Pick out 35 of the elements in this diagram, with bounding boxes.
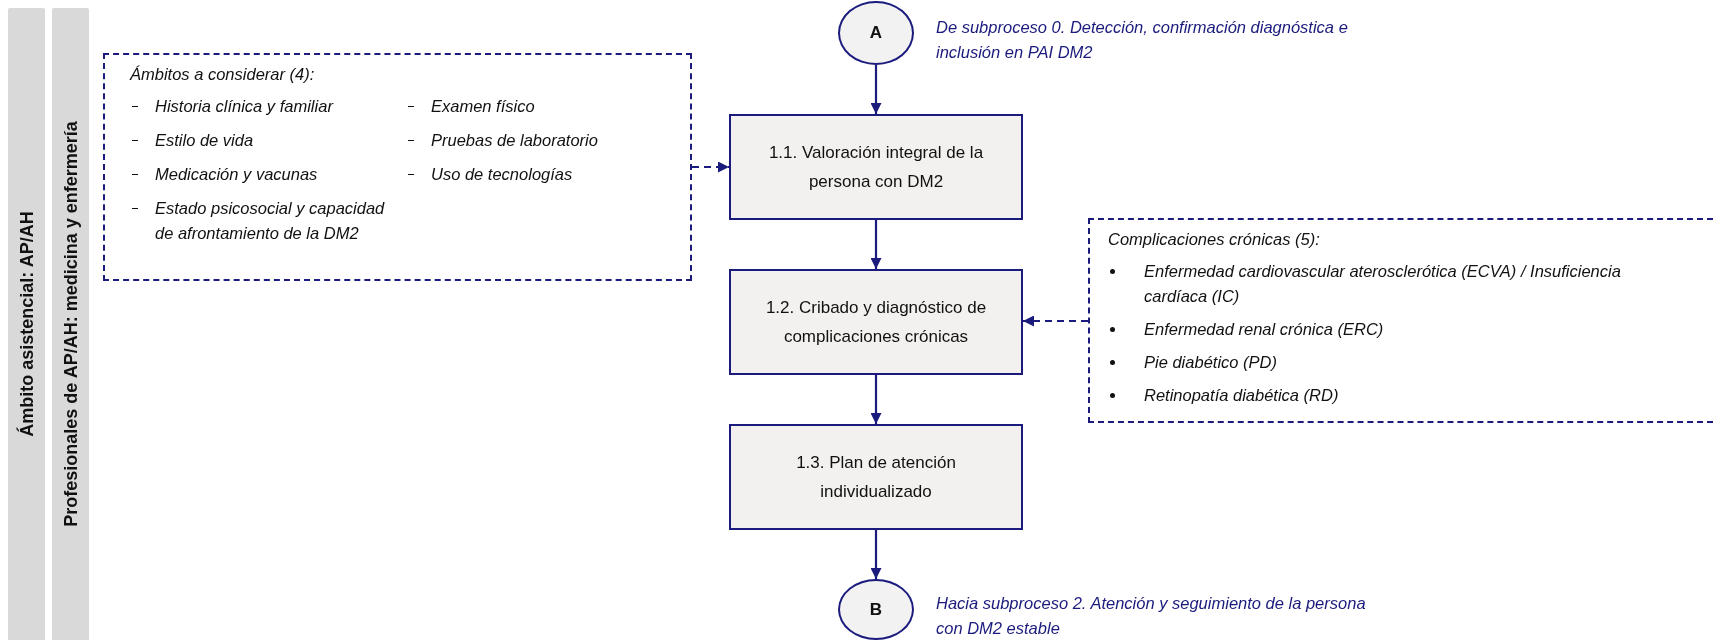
list-item: Retinopatía diabética (RD) xyxy=(1144,385,1339,406)
list-item: Pie diabético (PD) xyxy=(1144,352,1277,373)
arrow xyxy=(870,530,882,579)
dashed-arrow xyxy=(692,161,729,173)
list-item: Medicación y vacunas xyxy=(155,164,318,185)
list-item: Historia clínica y familiar xyxy=(155,96,333,117)
arrow xyxy=(870,375,882,424)
list-item: Estilo de vida xyxy=(155,130,254,151)
lane-band xyxy=(8,8,45,640)
list-item: Enfermedad renal crónica (ERC) xyxy=(1144,319,1384,340)
process-label: 1.3. Plan de atención individualizado xyxy=(795,452,957,503)
lane-label: Ámbito asistencial: AP/AH xyxy=(16,211,37,437)
arrow xyxy=(870,65,882,114)
list-heading: Complicaciones crónicas (5): xyxy=(1108,230,1320,249)
process-label: 1.1. Valoración integral de la persona con DM2 xyxy=(767,142,985,193)
connector-letter: A xyxy=(869,23,883,43)
process-box xyxy=(729,269,1023,375)
connector-letter: B xyxy=(869,599,883,620)
process-label: 1.2. Cribado y diagnóstico de complicaciones crónicas xyxy=(764,297,988,348)
connector-note: Hacia subproceso 2. Atención y seguimiento de la persona con DM2 estable xyxy=(936,593,1367,639)
list-heading: Ámbitos a considerar (4): xyxy=(130,65,315,84)
lane-band xyxy=(52,8,89,640)
list-item: Enfermedad cardiovascular aterosclerótica (ECVA) / Insuficiencia cardíaca (IC) xyxy=(1144,261,1622,307)
process-box xyxy=(729,114,1023,220)
lane-label: Profesionales de AP/AH: medicina y enfermería xyxy=(60,121,81,527)
dashed-note-box xyxy=(1088,218,1713,423)
arrow xyxy=(870,220,882,269)
list-item: Examen físico xyxy=(431,96,535,117)
list-item: Uso de tecnologías xyxy=(431,164,573,185)
list-item: Estado psicosocial y capacidad de afrontamiento de la DM2 xyxy=(155,198,386,244)
list-item: Pruebas de laboratorio xyxy=(431,130,598,151)
process-box xyxy=(729,424,1023,530)
dashed-arrow xyxy=(1023,315,1088,327)
connector-note: De subproceso 0. Detección, confirmación diagnóstica e inclusión en PAI DM2 xyxy=(936,17,1349,63)
dashed-note-box xyxy=(103,53,692,281)
